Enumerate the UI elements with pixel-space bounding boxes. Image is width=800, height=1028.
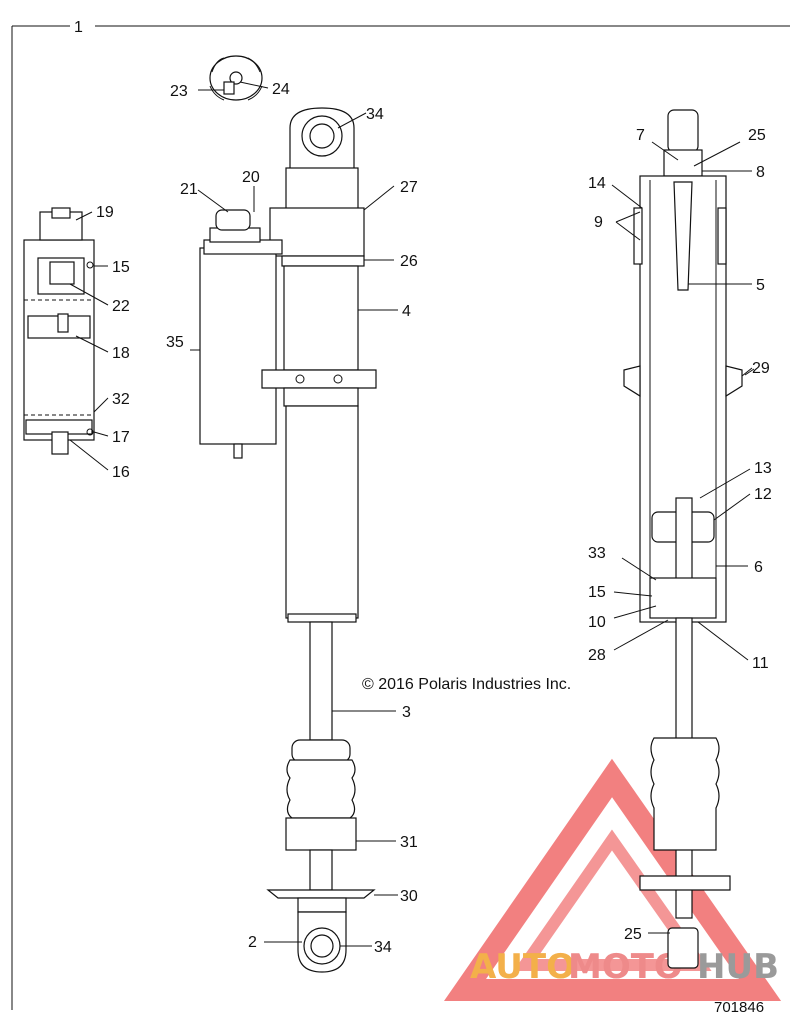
leader-lines [69, 81, 755, 947]
callout-15-left: 15 [112, 259, 130, 276]
watermark-hub: HUB [697, 947, 779, 987]
drawing-number: 701846 [714, 999, 764, 1016]
callout-18: 18 [112, 345, 130, 362]
callout-13: 13 [754, 460, 772, 477]
callout-1: 1 [74, 19, 83, 36]
callout-7: 7 [636, 127, 645, 144]
callout-24: 24 [272, 81, 290, 98]
callout-9: 9 [594, 214, 603, 231]
callout-11: 11 [752, 655, 769, 672]
callout-29: 29 [752, 360, 770, 377]
callout-20: 20 [242, 169, 260, 186]
callout-3: 3 [402, 704, 411, 721]
callout-2: 2 [248, 934, 257, 951]
callout-16: 16 [112, 464, 130, 481]
callout-10: 10 [588, 614, 606, 631]
callout-27: 27 [400, 179, 418, 196]
callout-34-top: 34 [366, 106, 384, 123]
callout-22: 22 [112, 298, 130, 315]
callout-33: 33 [588, 545, 606, 562]
reservoir-cap [209, 55, 263, 101]
callout-23: 23 [170, 83, 188, 100]
callout-25-top: 25 [748, 127, 766, 144]
callout-26: 26 [400, 253, 418, 270]
copyright-notice: © 2016 Polaris Industries Inc. [362, 676, 571, 693]
callout-12: 12 [754, 486, 772, 503]
callout-14: 14 [588, 175, 606, 192]
callout-35: 35 [166, 334, 184, 351]
callout-15-right: 15 [588, 584, 606, 601]
callout-17: 17 [112, 429, 130, 446]
callout-5: 5 [756, 277, 765, 294]
reservoir-cutaway [23, 207, 95, 455]
callout-8: 8 [756, 164, 765, 181]
callout-25-bottom: 25 [624, 926, 642, 943]
callout-28: 28 [588, 647, 606, 664]
right-cutaway-assembly [623, 109, 743, 969]
automotohub-watermark: AUTO MOTO HUB [443, 758, 782, 1001]
watermark-moto: MOTO [568, 947, 683, 987]
callout-numbers: 1 2 3 4 5 6 7 8 9 10 11 12 13 14 15 15 1… [74, 19, 772, 956]
center-shock-assembly [199, 107, 377, 973]
callout-19: 19 [96, 204, 114, 221]
frame-bracket [11, 25, 790, 1010]
callout-31: 31 [400, 834, 418, 851]
callout-34-bottom: 34 [374, 939, 392, 956]
callout-32: 32 [112, 391, 130, 408]
watermark-auto: AUTO [470, 947, 575, 987]
callout-21: 21 [180, 181, 198, 198]
callout-6: 6 [754, 559, 763, 576]
callout-30: 30 [400, 888, 418, 905]
callout-4: 4 [402, 303, 411, 320]
